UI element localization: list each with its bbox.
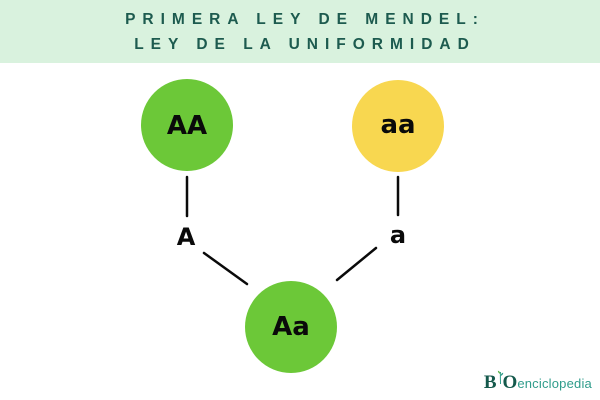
- parent2-genotype-label: aa: [380, 110, 415, 140]
- page-title-line2: LEY DE LA UNIFORMIDAD: [134, 36, 476, 53]
- logo-wordmark: enciclopedia: [517, 376, 592, 391]
- sprout-icon: [497, 370, 503, 385]
- logo-letter-b: B: [483, 372, 497, 393]
- page-title-line1: PRIMERA LEY DE MENDEL:: [125, 11, 485, 28]
- bioenciclopedia-logo: B O enciclopedia: [483, 370, 592, 393]
- parent2-recessive-circle: [352, 80, 444, 172]
- offspring-genotype-label: Aa: [272, 312, 310, 342]
- title-banner: PRIMERA LEY DE MENDEL: LEY DE LA UNIFORM…: [0, 0, 600, 63]
- parent1-dominant-circle: [141, 79, 233, 171]
- gamete-right-offspring-line: [335, 246, 378, 282]
- parent1-genotype-label: AA: [167, 111, 207, 141]
- gamete-left-label: A: [177, 223, 196, 251]
- logo-letter-o: O: [502, 372, 518, 393]
- offspring-heterozygous-circle: [245, 281, 337, 373]
- gamete-right-label: a: [390, 221, 406, 249]
- gamete-left-offspring-line: [202, 251, 249, 286]
